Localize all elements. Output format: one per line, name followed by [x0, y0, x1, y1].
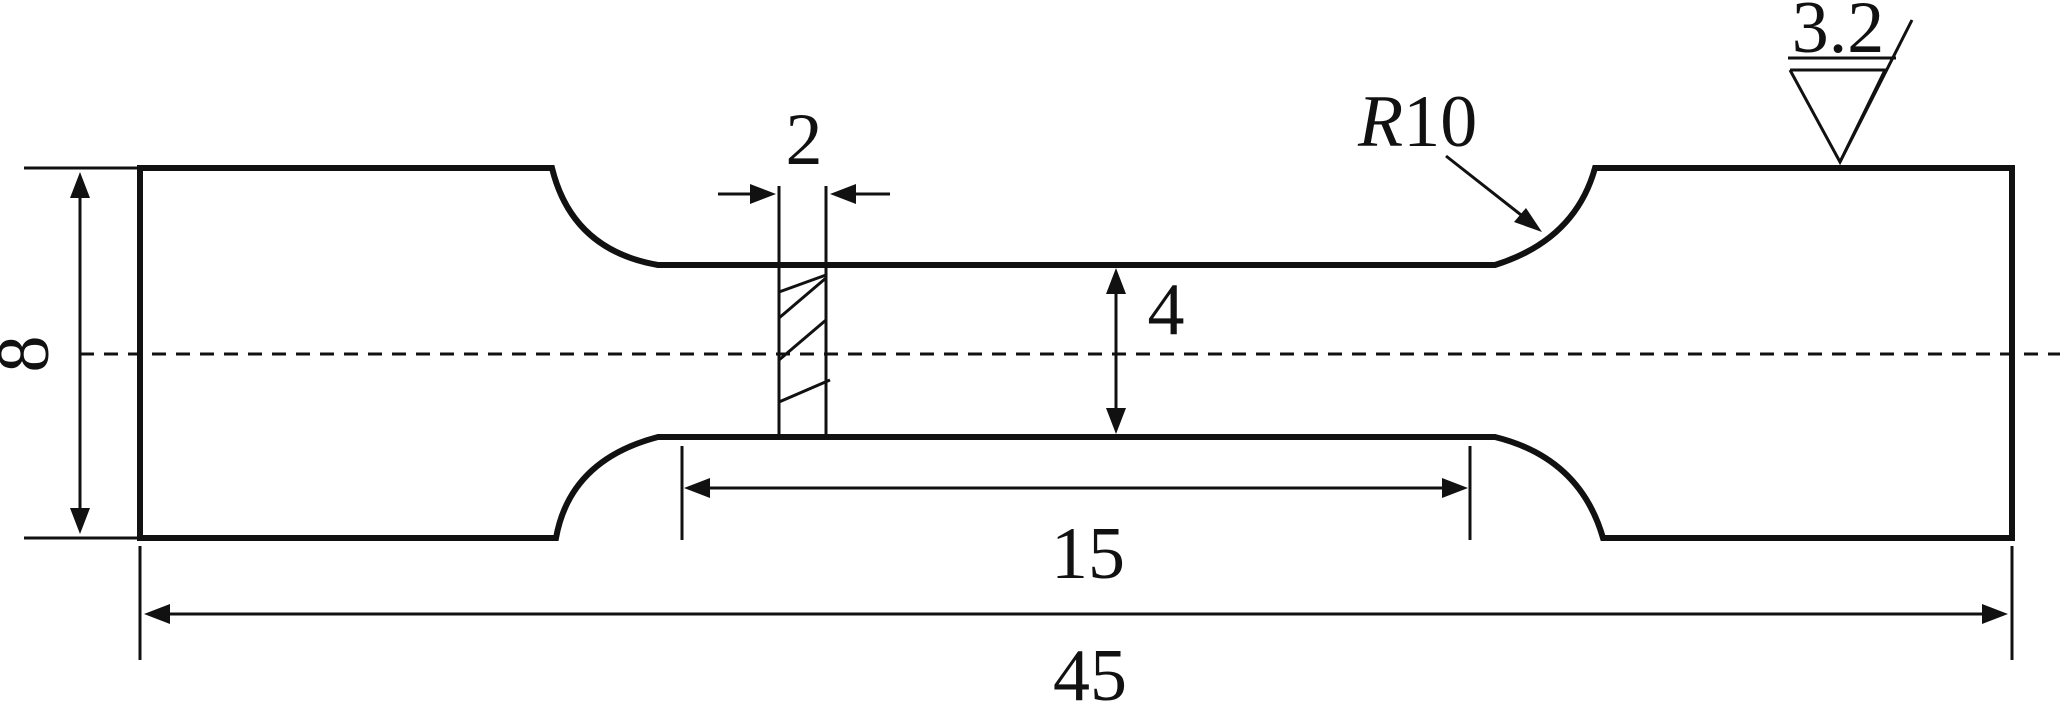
section-width-label: 2 [786, 99, 823, 181]
dimension-grip-height: 8 [0, 166, 140, 540]
section-hatch [777, 186, 831, 437]
dimension-gauge-width: 4 [1106, 268, 1185, 434]
fillet-radius-value: 10 [1403, 81, 1477, 163]
surface-roughness-symbol: 3.2 [1788, 0, 1914, 166]
grip-height-label: 8 [0, 336, 65, 373]
overall-length-label: 45 [1053, 635, 1127, 702]
gauge-width-label: 4 [1148, 269, 1185, 351]
gauge-length-label: 15 [1051, 513, 1125, 595]
dimension-section-width: 2 [718, 99, 890, 204]
fillet-radius-text: R10 [1357, 81, 1477, 163]
fillet-radius-callout: R10 [1357, 81, 1542, 232]
dimension-overall-length: 45 [138, 546, 2014, 702]
surface-roughness-label: 3.2 [1792, 0, 1885, 69]
specimen-outline [137, 165, 2015, 541]
dimension-gauge-length: 15 [680, 446, 1472, 595]
specimen-profile [137, 165, 2015, 541]
fillet-radius-prefix: R [1357, 81, 1403, 163]
